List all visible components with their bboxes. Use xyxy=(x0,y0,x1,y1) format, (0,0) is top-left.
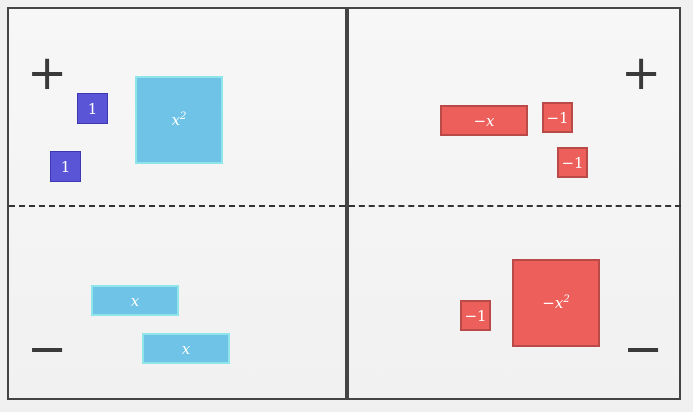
tile-label: −1 xyxy=(546,108,569,127)
plus-sign-top-right: + xyxy=(621,45,662,101)
tile-label: x2 xyxy=(171,111,187,129)
minus-sign-bottom-left: − xyxy=(27,321,68,377)
vertical-divider xyxy=(345,9,349,398)
x-tile-positive[interactable]: x xyxy=(142,333,230,364)
minus-sign-bottom-right: − xyxy=(623,321,664,377)
x-squared-tile-negative[interactable]: −x2 xyxy=(512,259,600,347)
unit-tile-positive[interactable]: 1 xyxy=(50,151,81,182)
x-squared-tile-positive[interactable]: x2 xyxy=(135,76,223,164)
horizontal-divider-left xyxy=(9,205,345,207)
unit-tile-positive[interactable]: 1 xyxy=(77,93,108,124)
plus-sign-top-left: + xyxy=(27,45,68,101)
tile-label: −1 xyxy=(464,306,487,325)
unit-tile-negative[interactable]: −1 xyxy=(557,147,588,178)
x-tile-negative[interactable]: −x xyxy=(440,105,528,136)
tile-label: x xyxy=(181,339,191,358)
horizontal-divider-right xyxy=(349,205,681,207)
unit-tile-negative[interactable]: −1 xyxy=(460,300,491,331)
x-tile-positive[interactable]: x xyxy=(91,285,179,316)
tile-label: −1 xyxy=(561,153,584,172)
tile-label: 1 xyxy=(60,157,71,176)
tile-label: 1 xyxy=(87,99,98,118)
unit-tile-negative[interactable]: −1 xyxy=(542,102,573,133)
tile-label: −x xyxy=(473,111,495,130)
tile-label: x xyxy=(130,291,140,310)
tile-label: −x2 xyxy=(542,294,570,312)
algebra-tile-mat: + + − − 1 1 x2 −x −1 −1 x x −1 −x2 xyxy=(7,7,681,400)
